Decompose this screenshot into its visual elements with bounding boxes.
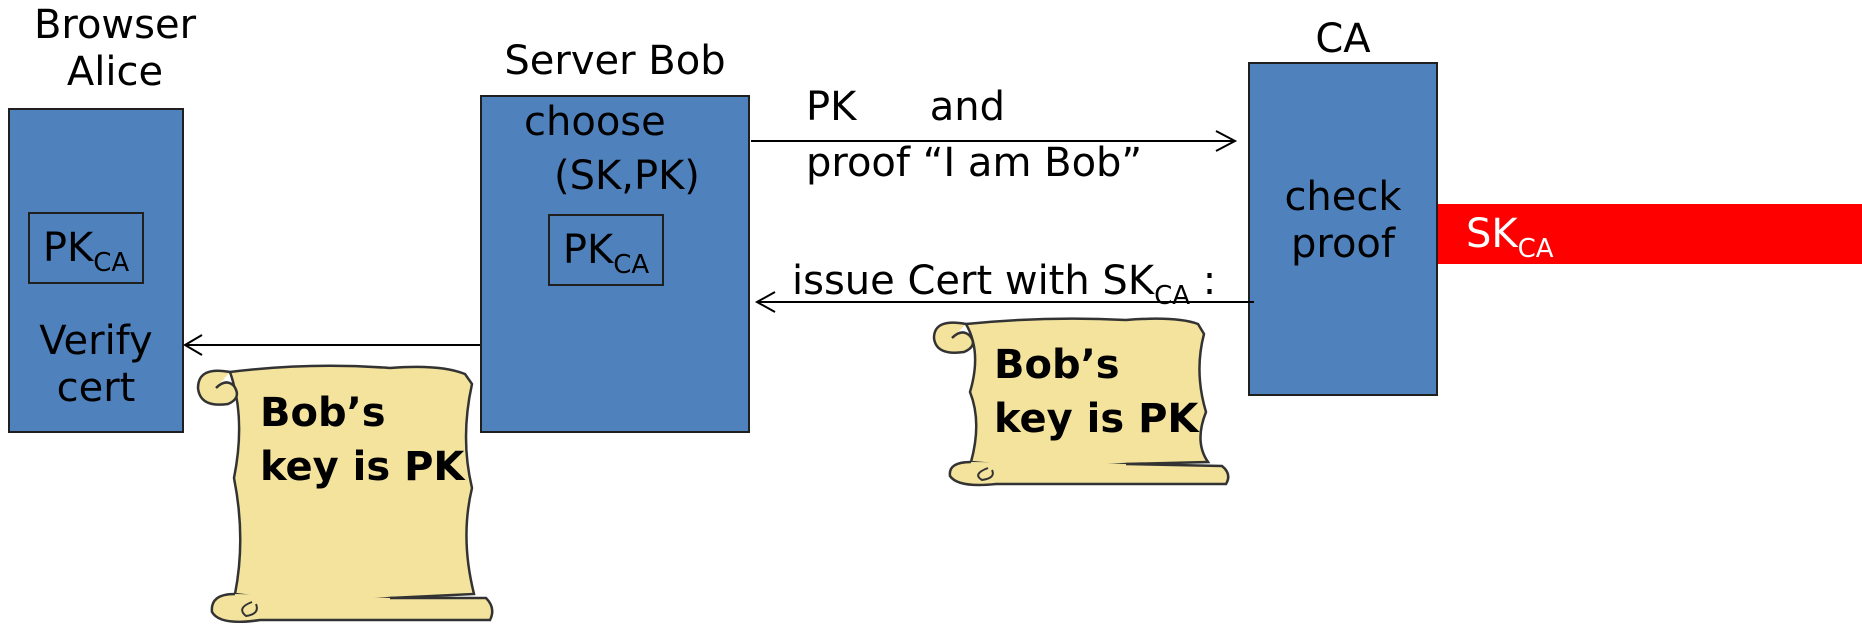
cert-line2: key is PK	[260, 444, 465, 490]
browser-action-line2: cert	[56, 365, 136, 412]
ca-action: check proof	[1250, 174, 1436, 268]
server-ca-key-box: PKCA	[548, 214, 664, 286]
ca-title: CA	[1315, 16, 1371, 62]
server-line1: choose	[524, 99, 666, 145]
cert-scroll-ca-text: Bob’s key is PK	[994, 338, 1198, 446]
cert-line1: Bob’s	[994, 342, 1120, 388]
scroll-icon	[196, 364, 494, 623]
ca-action-line2: proof	[1291, 221, 1395, 268]
cert-scroll-browser: Bob’s key is PK	[190, 358, 500, 631]
ca-box: check proof	[1248, 62, 1438, 396]
browser-action: Verify cert	[10, 318, 182, 412]
browser-ca-key-label: PKCA	[42, 225, 130, 278]
arrow-ca-to-server	[754, 291, 1254, 313]
browser-title-line2: Alice	[66, 49, 164, 96]
server-title: Server Bob	[504, 38, 726, 84]
browser-action-line1: Verify	[39, 318, 153, 364]
request-line1: PK and	[806, 84, 1005, 131]
server-box: choose (SK,PK) PKCA	[480, 95, 750, 433]
arrow-server-to-ca	[751, 130, 1238, 152]
scroll-icon	[932, 317, 1230, 487]
browser-ca-key-box: PKCA	[28, 212, 144, 284]
request-pk: PK	[806, 84, 857, 130]
cert-scroll-browser-text: Bob’s key is PK	[260, 386, 464, 494]
issue-label: issue Cert with SKCA :	[792, 258, 1217, 311]
browser-box: PKCA Verify cert	[8, 108, 184, 433]
cert-line1: Bob’s	[260, 390, 386, 436]
browser-title: Browser Alice	[10, 2, 220, 96]
ca-secret-key-label: SKCA	[1466, 211, 1554, 264]
cert-scroll-ca: Bob’s key is PK	[926, 312, 1236, 492]
server-ca-key-label: PKCA	[562, 227, 650, 280]
server-line2: (SK,PK)	[554, 153, 700, 199]
ca-secret-key: SKCA	[1438, 204, 1862, 264]
request-line2: proof “I am Bob”	[806, 140, 1143, 186]
request-and: and	[929, 84, 1006, 130]
ca-action-line1: check	[1284, 174, 1402, 220]
browser-title-line1: Browser	[33, 2, 197, 48]
arrow-server-to-browser	[183, 334, 480, 356]
cert-line2: key is PK	[994, 396, 1199, 442]
